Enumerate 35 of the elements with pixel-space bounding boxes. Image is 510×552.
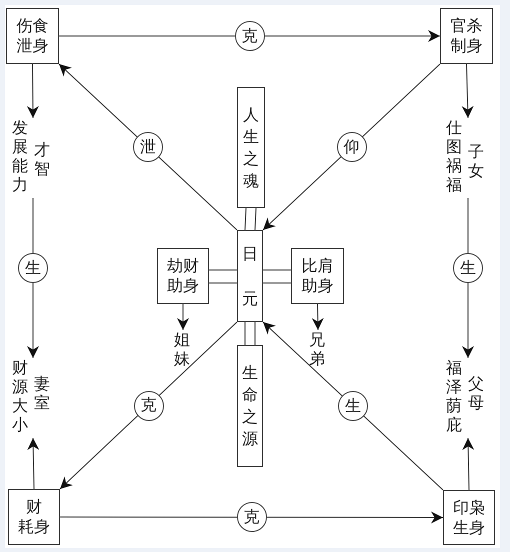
arrow [60,322,238,490]
arrow [26,64,39,118]
arrow [462,64,474,118]
vertical-label: 兄弟 [309,330,325,368]
arrow [60,511,444,524]
text-box: 伤食泄身 [6,8,59,64]
text-box: 生命之源 [237,345,263,467]
arrow [262,64,440,230]
text-box: 人生之魂 [237,87,265,208]
connector-line [244,208,256,230]
vertical-label: 子女 [468,142,484,180]
text-box: 比肩助身 [291,248,344,304]
vertical-label: 仕图祸福 [446,118,462,194]
arrow [27,438,40,490]
text-box: 财耗身 [8,489,60,545]
vertical-label: 财源大小 [12,358,28,434]
arrow [462,438,474,490]
vertical-label: 父母 [468,374,484,412]
arrow [58,64,238,230]
text-box: 日元 [237,230,263,322]
vertical-label: 福泽荫庇 [446,358,462,434]
connector-line [208,270,238,284]
connector-line [244,322,256,346]
vertical-label: 姐妹 [174,330,190,368]
arrow [177,304,189,330]
arrow [58,30,440,42]
arrow [262,322,444,490]
vertical-label: 发展能力 [12,118,28,194]
text-box: 印枭生身 [443,490,495,545]
text-box: 官杀制身 [440,8,493,64]
text-box: 劫财助身 [157,248,209,304]
vertical-label: 才智 [34,140,50,178]
vertical-label: 妻室 [34,374,50,412]
connector-line [262,270,292,284]
arrow [312,304,324,330]
